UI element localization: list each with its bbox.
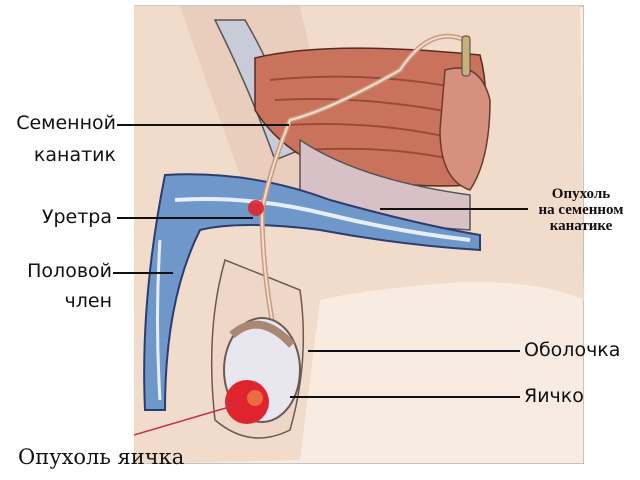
label-tunica: Оболочка: [524, 339, 621, 361]
pointer-testicle: [290, 396, 520, 398]
anatomy-illustration: [134, 5, 584, 464]
pointer-spermatic-cord: [117, 124, 289, 126]
label-urethra: Уретра: [41, 206, 112, 228]
label-spermatic-cord: Семенной канатик: [0, 112, 116, 166]
label-penis-line1: Половой: [27, 260, 112, 282]
pointer-spermatic-cord-tumor: [380, 208, 528, 210]
label-sct-line3: канатике: [549, 218, 613, 234]
pointer-urethra: [117, 217, 253, 219]
label-penis: Половой член: [0, 260, 112, 312]
label-spermatic-cord-tumor: Опухоль на семенном канатике: [522, 186, 640, 234]
pointer-penis: [113, 272, 173, 274]
label-sct-line2: на семенном: [538, 202, 624, 218]
label-testicular-tumor: Опухоль яичка: [18, 445, 185, 469]
label-testicle: Яичко: [524, 385, 584, 407]
label-spermatic-cord-line1: Семенной: [16, 112, 116, 134]
pointer-tunica: [308, 350, 520, 352]
label-penis-line2: член: [64, 290, 112, 312]
label-spermatic-cord-line2: канатик: [33, 144, 116, 166]
label-sct-line1: Опухоль: [551, 186, 611, 202]
